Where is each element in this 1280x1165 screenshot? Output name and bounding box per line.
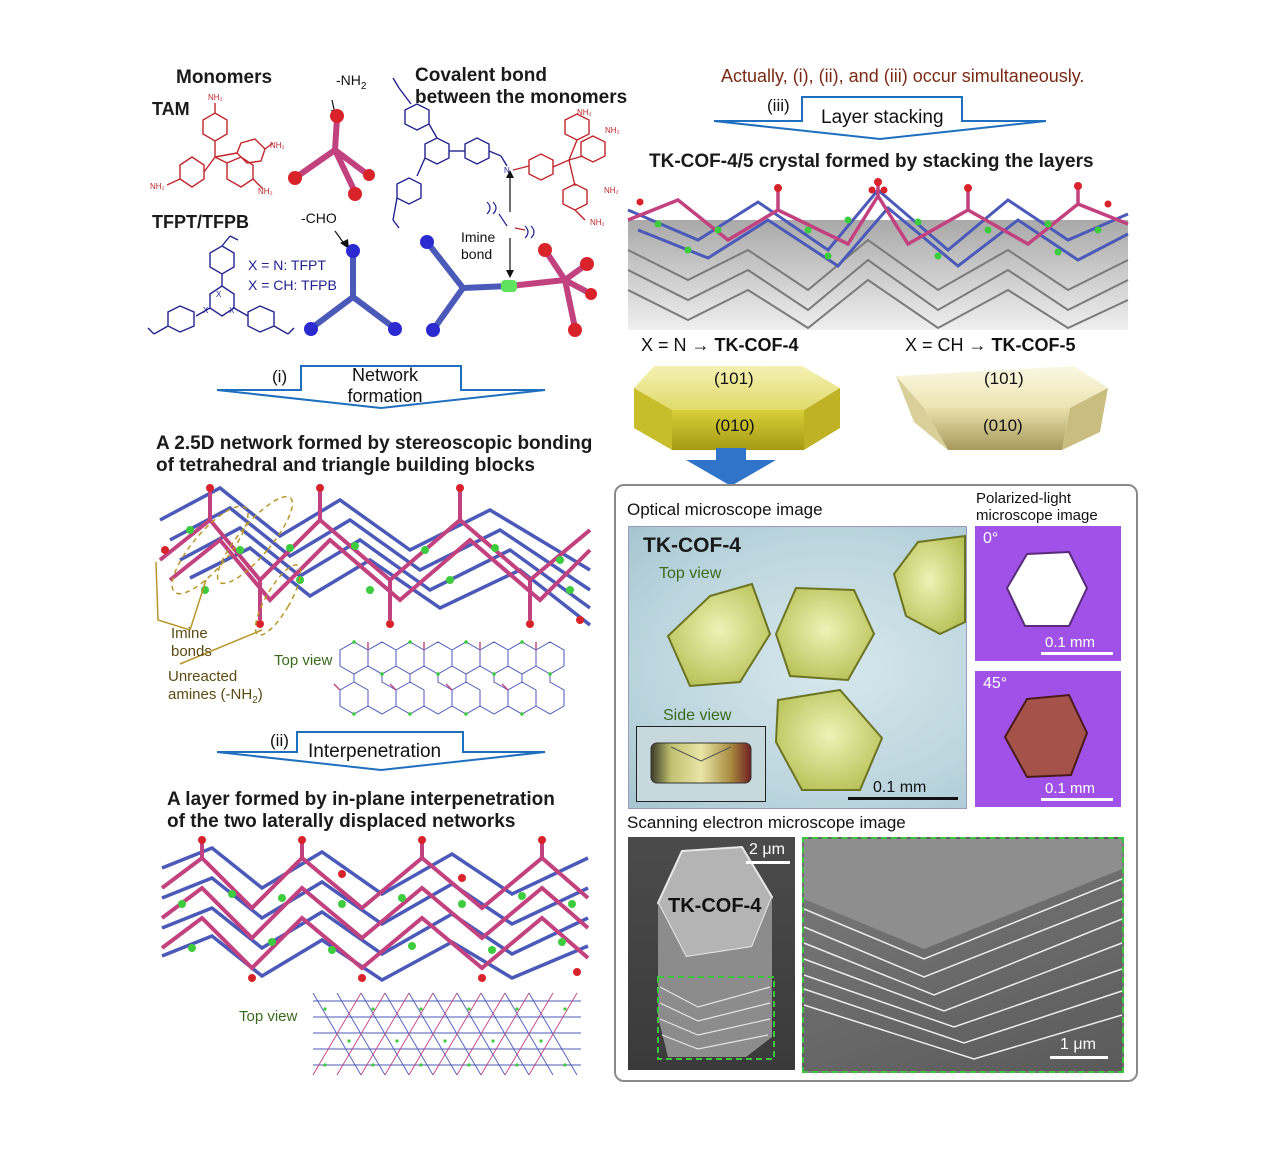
covalent-nh2-2: NH₂: [605, 126, 620, 135]
tam-label: TAM: [152, 99, 190, 119]
polar-0-scale-bar: [1041, 652, 1113, 655]
network-illustration: [158, 484, 592, 636]
tam-nh2-right: NH₂: [258, 187, 273, 196]
atom-x-1: X: [216, 290, 222, 299]
network-top-view: [333, 640, 565, 716]
step-iii-label: Layer stacking: [821, 107, 944, 128]
sem-scale-1um-label: 1 μm: [1060, 1036, 1096, 1053]
cof5-crystal: [896, 366, 1108, 450]
monomers-title: Monomers: [176, 67, 273, 88]
nh2-label: -NH2: [336, 72, 367, 92]
optical-side-view: Side view: [663, 707, 732, 724]
layer-top-view-label: Top view: [239, 1008, 298, 1025]
covalent-title: Covalent bond between the monomers: [415, 65, 628, 108]
sem-image-overview: TK-COF-4 2 μm: [628, 837, 795, 1070]
tam-nh2-top: NH₂: [208, 93, 223, 102]
sem-scale-2um-bar: [746, 861, 790, 864]
tfpt-ball-stick: [304, 230, 402, 336]
cof4-face-010: (010): [715, 416, 755, 435]
covalent-atom-n: N: [504, 166, 510, 175]
optical-top-view: Top view: [659, 565, 722, 582]
angle-45-label: 45°: [983, 675, 1008, 692]
polarized-image-45: 45° 0.1 mm: [975, 671, 1121, 807]
layer-title: A layer formed by in-plane interpenetrat…: [167, 789, 555, 832]
sem-image-zoom: 1 μm: [802, 837, 1124, 1073]
step-ii-label: Interpenetration: [308, 741, 442, 762]
network-title: A 2.5D network formed by stereoscopic bo…: [156, 433, 593, 476]
polar-45-scale-bar: [1041, 798, 1113, 801]
tfpt-label: TFPT/TFPB: [152, 212, 249, 232]
angle-0-label: 0°: [983, 530, 999, 547]
x-ch-label: X = CH: TFPB: [248, 277, 337, 293]
optical-crystals: [666, 534, 966, 791]
sem-scale-2um-label: 2 μm: [749, 841, 785, 858]
x-n-label: X = N: TFPT: [248, 257, 326, 273]
arrow-ii: [216, 731, 546, 772]
covalent-nh2-4: NH₂: [590, 218, 605, 227]
side-view-inset: [636, 726, 766, 802]
stacked-layers: [627, 178, 1129, 330]
optical-sample-label: TK-COF-4: [643, 534, 741, 557]
covalent-nh2-1: NH₂: [577, 108, 592, 117]
cof4-label: X = N → TK-COF-4: [641, 335, 799, 355]
cof5-label: X = CH → TK-COF-5: [905, 335, 1076, 355]
cof4-face-101: (101): [714, 369, 754, 388]
optical-title: Optical microscope image: [627, 500, 823, 519]
tfpt-structure: [147, 235, 295, 335]
tam-structure: [166, 103, 274, 190]
unreacted-amines-label: Unreacted amines (-NH2): [168, 668, 263, 706]
optical-scale-label: 0.1 mm: [873, 779, 927, 796]
step-i-label: Network formation: [347, 365, 423, 406]
arrow-i: [216, 365, 546, 410]
network-leader-lines: [155, 561, 263, 665]
down-arrow: [686, 448, 776, 486]
covalent-structure: [392, 77, 606, 229]
imine-ball-stick: [420, 170, 597, 337]
crystal-title: TK-COF-4/5 crystal formed by stacking th…: [649, 151, 1094, 172]
layer-illustration: [160, 836, 590, 983]
optical-scale-bar: [848, 797, 958, 800]
imine-bond-label: Imine bond: [461, 229, 496, 262]
imine-bonds-label: Imine bonds: [171, 625, 212, 660]
tam-nh2-back: NH₂: [270, 141, 285, 150]
sem-scale-1um-bar: [1050, 1056, 1108, 1059]
simultaneous-note: Actually, (i), (ii), and (iii) occur sim…: [721, 66, 1085, 86]
sem-title: Scanning electron microscope image: [627, 813, 906, 832]
polar-0-scale-label: 0.1 mm: [1045, 634, 1096, 651]
step-iii-num: (iii): [767, 96, 790, 115]
sem-sample-label: TK-COF-4: [668, 895, 762, 917]
step-ii-num: (ii): [270, 731, 289, 750]
atom-x-3: X: [229, 306, 235, 315]
arrow-iii: [713, 96, 1047, 141]
atom-x-2: X: [203, 306, 209, 315]
polarized-title: Polarized-light microscope image: [976, 490, 1098, 524]
cof4-crystal: [634, 366, 840, 450]
layer-top-view: [312, 992, 581, 1076]
tam-ball-stick: [288, 99, 375, 201]
tam-nh2-left: NH₂: [150, 182, 165, 191]
polarized-image-0: 0° 0.1 mm: [975, 526, 1121, 661]
covalent-nh2-3: NH₂: [604, 186, 619, 195]
cho-label: -CHO: [301, 210, 337, 226]
cof5-face-101: (101): [984, 369, 1024, 388]
network-top-view-label: Top view: [274, 652, 333, 669]
polar-45-scale-label: 0.1 mm: [1045, 780, 1096, 797]
step-i-num: (i): [272, 367, 288, 386]
cof5-face-010: (010): [983, 416, 1023, 435]
